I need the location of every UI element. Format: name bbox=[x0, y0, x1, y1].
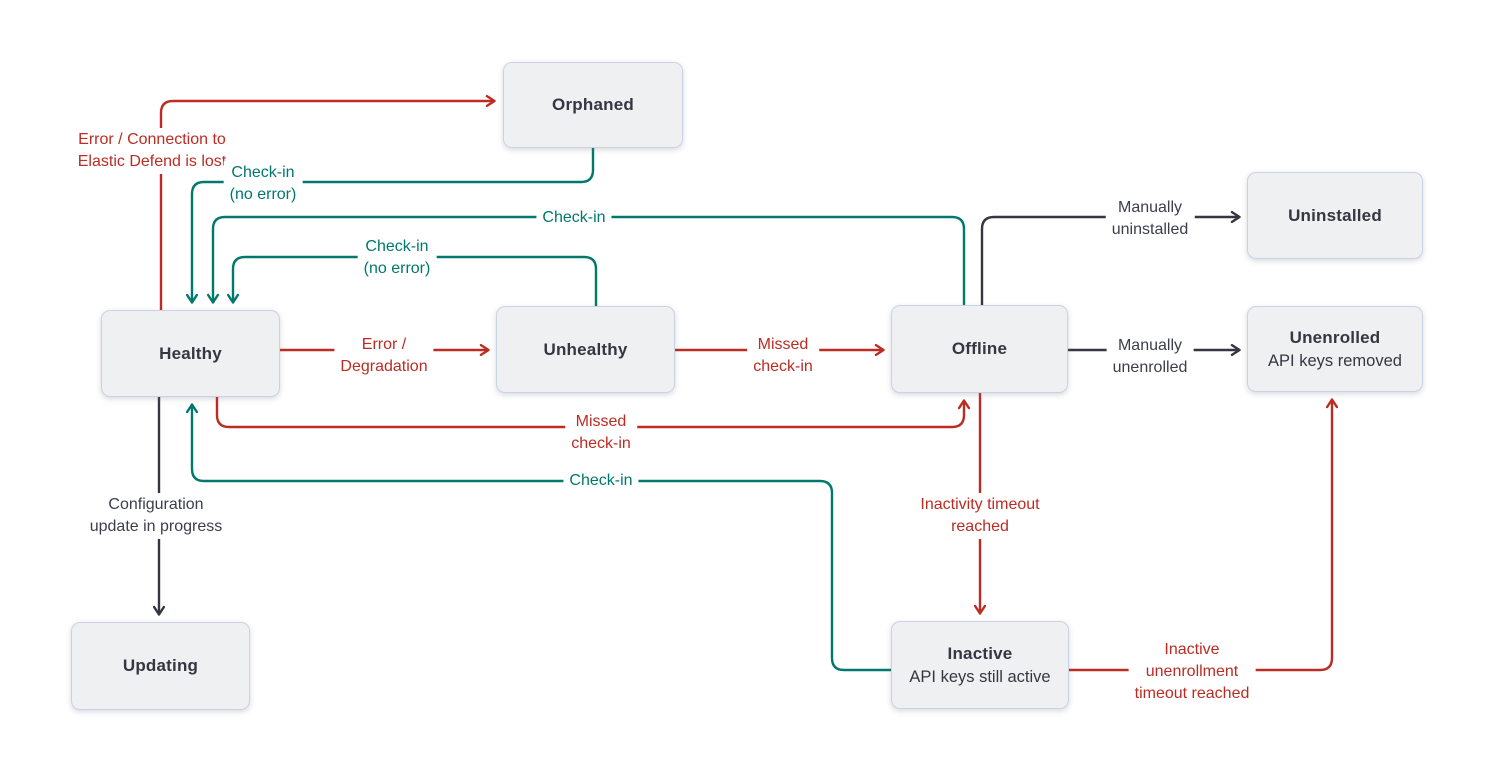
edge-label-inactivity-timeout: Inactivity timeout reached bbox=[914, 493, 1046, 539]
state-sublabel: API keys removed bbox=[1268, 351, 1402, 370]
state-node-uninstalled: Uninstalled bbox=[1247, 172, 1423, 259]
state-node-orphaned: Orphaned bbox=[503, 62, 683, 148]
state-node-updating: Updating bbox=[71, 622, 250, 710]
state-sublabel: API keys still active bbox=[909, 667, 1051, 686]
edge-label-error-degradation: Error / Degradation bbox=[334, 333, 434, 379]
edge-label-error-connection: Error / Connection to Elastic Defend is … bbox=[71, 128, 233, 174]
edge-inactive-to-healthy-checkin bbox=[185, 403, 891, 672]
state-node-unhealthy: Unhealthy bbox=[496, 306, 675, 393]
state-node-offline: Offline bbox=[891, 305, 1068, 393]
state-label: Healthy bbox=[159, 343, 222, 363]
edge-label-configuration-update: Configuration update in progress bbox=[83, 493, 229, 539]
state-label: Updating bbox=[122, 656, 199, 675]
edge-healthy-to-orphaned bbox=[159, 94, 496, 310]
edge-label-checkin-from-offline: Check-in bbox=[536, 206, 612, 230]
edge-label-checkin-from-inactive: Check-in bbox=[563, 469, 639, 493]
state-node-inactive: Inactive API keys still active bbox=[891, 621, 1069, 709]
state-label: Uninstalled bbox=[1288, 205, 1382, 225]
state-label: Unenrolled bbox=[1289, 327, 1381, 347]
edge-label-manually-uninstalled: Manually uninstalled bbox=[1105, 196, 1195, 242]
edge-offline-to-healthy bbox=[206, 215, 966, 305]
state-label: Unhealthy bbox=[543, 339, 628, 359]
edge-label-inactive-unenrollment: Inactive unenrollment timeout reached bbox=[1128, 638, 1256, 706]
edge-label-checkin-from-orphaned: Check-in (no error) bbox=[223, 161, 303, 207]
edge-label-manually-unenrolled: Manually unenrolled bbox=[1106, 334, 1194, 380]
edge-orphaned-to-healthy bbox=[185, 148, 595, 304]
edge-label-missed-checkin-healthy: Missed check-in bbox=[565, 410, 637, 456]
edge-label-missed-checkin-unhealthy: Missed check-in bbox=[747, 333, 819, 379]
state-node-healthy: Healthy bbox=[101, 310, 280, 397]
edge-label-checkin-from-unhealthy: Check-in (no error) bbox=[357, 235, 437, 281]
state-node-unenrolled: Unenrolled API keys removed bbox=[1247, 306, 1423, 392]
state-label: Inactive bbox=[947, 643, 1013, 663]
edge-offline-to-uninstalled bbox=[980, 210, 1241, 305]
state-label: Offline bbox=[951, 339, 1008, 358]
edge-inactive-to-unenrolled bbox=[1069, 398, 1339, 672]
state-label: Orphaned bbox=[552, 95, 634, 114]
